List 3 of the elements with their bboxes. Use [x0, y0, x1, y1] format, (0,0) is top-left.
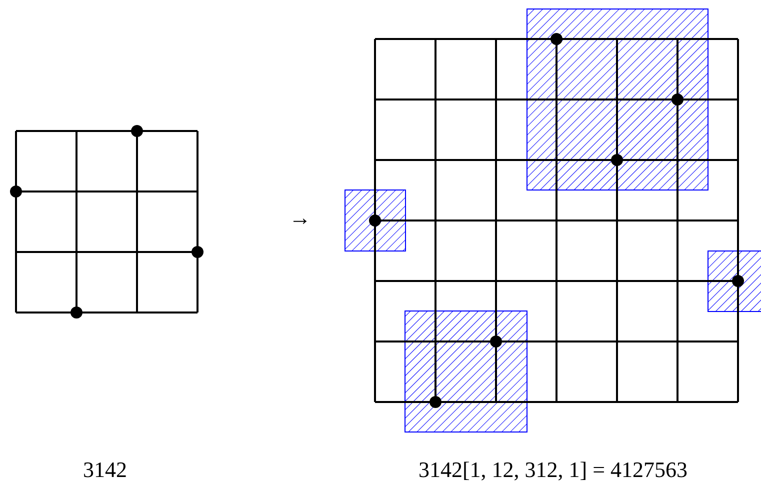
arrow-symbol: →: [289, 205, 311, 231]
caption: 3142[1, 12, 312, 1] = 4127563: [418, 457, 688, 483]
caption: 3142: [83, 457, 127, 483]
